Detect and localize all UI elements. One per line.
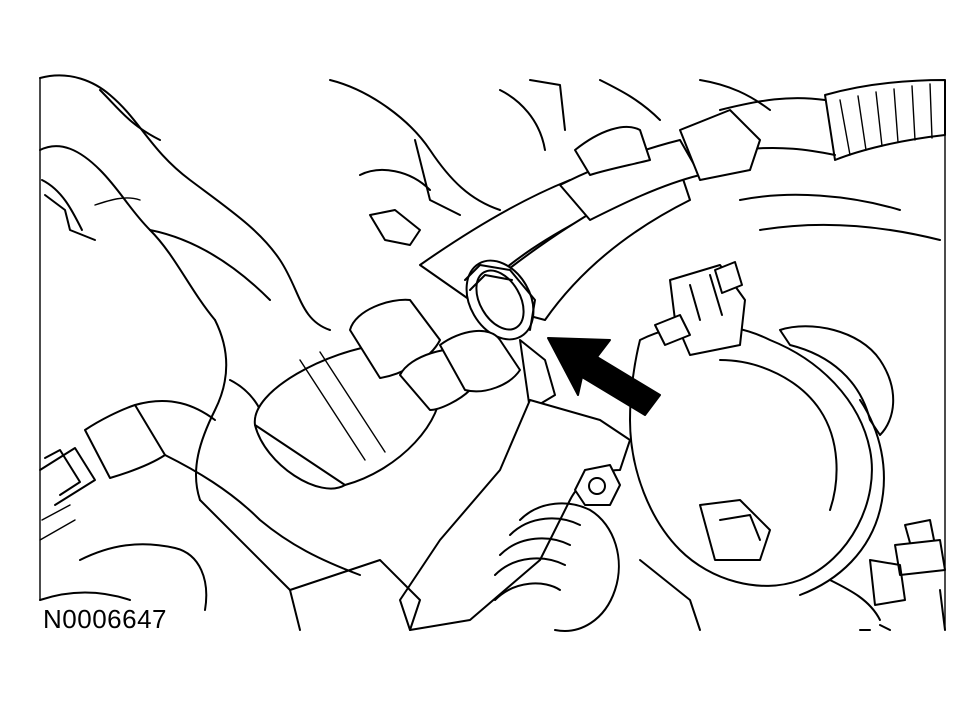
left-lower-body: [39, 319, 301, 631]
right-fitting: [829, 519, 946, 631]
upper-right-wiring: [599, 79, 946, 241]
throttle-assembly: [629, 324, 895, 596]
left-hose-coupling: [39, 399, 361, 576]
lower-tube: [439, 329, 556, 411]
figure-id-label: N0006647: [40, 604, 170, 635]
drawing-edges: [39, 77, 946, 631]
sensor-connectors: [654, 261, 746, 356]
hose-clamp: [464, 259, 536, 341]
upper-centre-components: [329, 79, 566, 246]
call-out-arrow-icon: [547, 337, 661, 416]
throttle-bore: [289, 399, 701, 632]
canister-cylinders: [253, 298, 471, 490]
intake-duct-upper-left: [39, 74, 331, 331]
main-hose: [419, 125, 701, 321]
